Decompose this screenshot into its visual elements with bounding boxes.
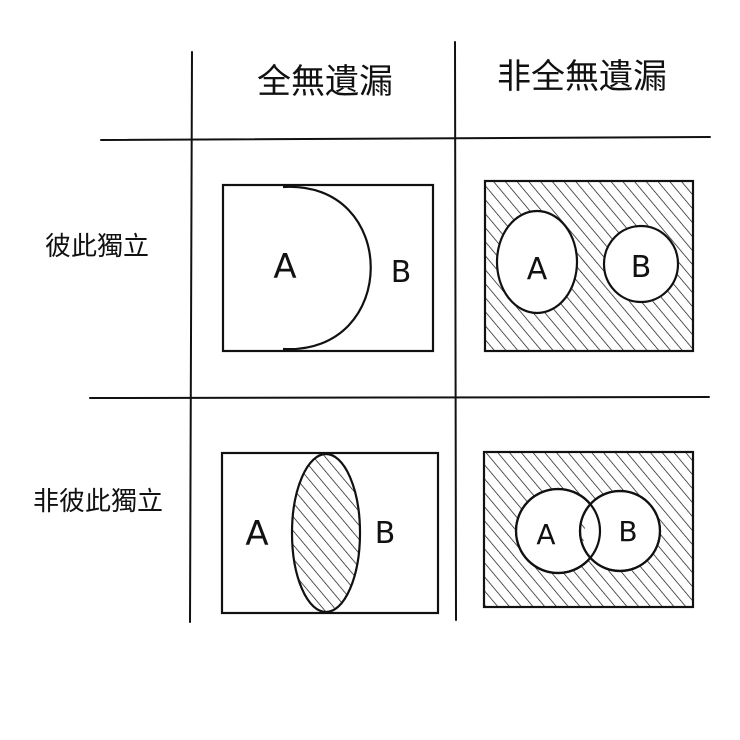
cell-exclusive-not-exhaustive: A B bbox=[483, 179, 695, 353]
overlap-region bbox=[290, 452, 362, 614]
set-a-circle bbox=[495, 209, 579, 315]
set-b-outline bbox=[578, 489, 662, 573]
set-b-label: B bbox=[375, 516, 396, 551]
set-a-label: A bbox=[273, 247, 296, 287]
set-a-label: A bbox=[245, 514, 268, 554]
set-b-label: B bbox=[631, 250, 652, 285]
set-b-circle bbox=[602, 224, 680, 304]
column-header-collectively-exhaustive: 全無遺漏 bbox=[257, 62, 393, 102]
set-b-label: B bbox=[618, 515, 637, 548]
grid-vertical-left bbox=[189, 51, 193, 623]
cell-not-exclusive-exhaustive: A B bbox=[220, 451, 440, 615]
grid-horizontal-top bbox=[100, 136, 711, 141]
set-a-label: A bbox=[536, 518, 555, 551]
set-a-boundary bbox=[282, 185, 372, 351]
set-a-label: A bbox=[527, 252, 548, 287]
row-header-not-mutually-exclusive: 非彼此獨立 bbox=[33, 487, 163, 517]
cell-not-exclusive-not-exhaustive: A B bbox=[482, 450, 695, 609]
table-grid bbox=[89, 41, 711, 623]
cell-exclusive-exhaustive: A B bbox=[221, 183, 435, 353]
set-a-outline bbox=[514, 487, 602, 575]
column-header-not-collectively-exhaustive: 非全無遺漏 bbox=[497, 57, 667, 97]
grid-vertical-right bbox=[454, 41, 457, 621]
set-b-label: B bbox=[391, 255, 412, 290]
universe-box bbox=[221, 183, 435, 353]
grid-horizontal-bottom bbox=[89, 396, 710, 399]
row-header-mutually-exclusive: 彼此獨立 bbox=[45, 232, 149, 262]
